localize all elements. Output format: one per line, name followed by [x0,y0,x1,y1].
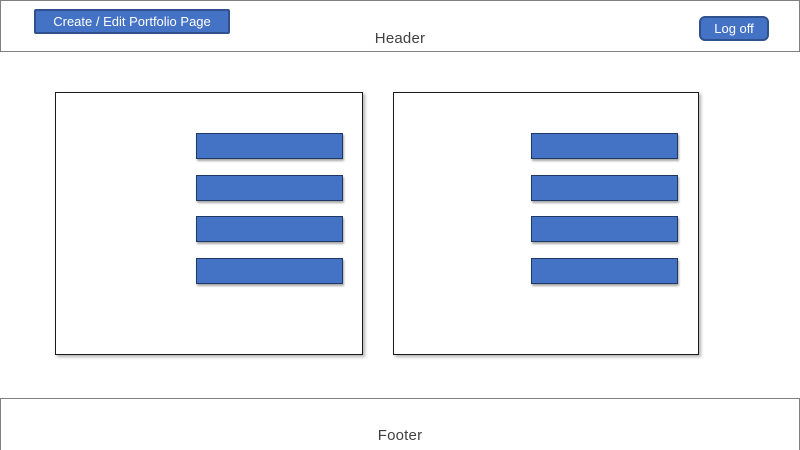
header-title: Header [374,30,426,47]
footer-bar: Footer [0,398,800,450]
placeholder-bar[interactable] [531,133,678,159]
footer-title: Footer [377,427,423,444]
create-edit-portfolio-button[interactable]: Create / Edit Portfolio Page [34,9,230,34]
placeholder-bar[interactable] [531,175,678,201]
placeholder-bar[interactable] [531,216,678,242]
placeholder-bar[interactable] [196,216,343,242]
portfolio-panel-right [393,92,699,355]
placeholder-bar[interactable] [196,133,343,159]
placeholder-bar[interactable] [531,258,678,284]
header-bar: Create / Edit Portfolio Page Header Log … [0,0,800,52]
log-off-button[interactable]: Log off [699,16,769,41]
placeholder-bar[interactable] [196,175,343,201]
placeholder-bar[interactable] [196,258,343,284]
portfolio-panel-left [55,92,363,355]
